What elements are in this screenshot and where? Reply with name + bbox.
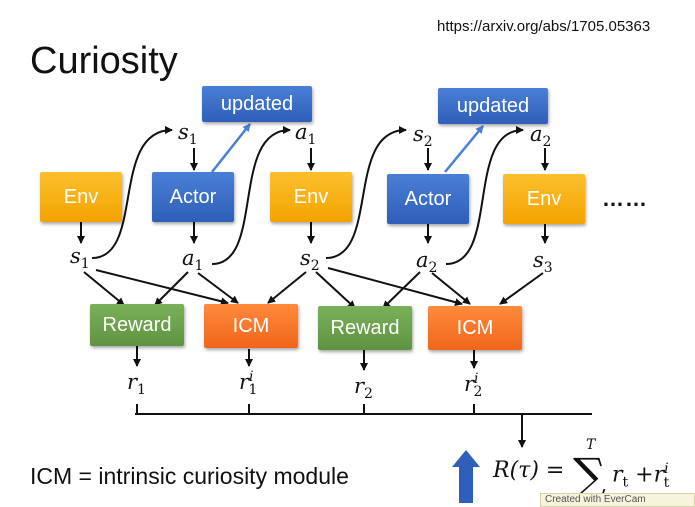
actor-box-1: Actor [152,172,234,222]
env-box-2: Env [270,172,352,222]
arrow-actor2-updated2 [444,125,484,173]
env-box-3: Env [503,174,585,224]
var-r1-intrinsic: ri1 [239,369,258,399]
env-box-1: Env [40,172,122,222]
var-a1-top: a1 [295,120,317,149]
ellipsis: …… [602,186,648,211]
arrow-s3-icm2 [499,272,544,305]
var-s2-top: s2 [413,122,433,151]
var-a1: a1 [182,246,204,275]
arrow-a1-loop [211,126,291,265]
arrow-a2-loop [445,126,524,265]
updated-box-1: updated [202,86,312,122]
var-a2-top: a2 [530,122,552,151]
var-s3: s3 [533,248,553,277]
arrow-a1-icm1 [197,272,239,304]
arrow-s2-icm2 [327,267,463,307]
arrow-s1-icm1 [95,269,229,306]
return-formula: R(τ) = [493,458,565,483]
actor-box-2: Actor [387,174,469,224]
arrow-s2-icm1 [267,271,307,304]
icm-box-2: ICM [428,306,522,350]
var-a2: a2 [416,248,438,277]
reward-box-2: Reward [318,306,412,350]
arrow-s2-loop [325,126,407,259]
arrow-s1-loop [91,126,173,259]
sum-upper-limit: T [586,437,596,453]
icm-legend: ICM = intrinsic curiosity module [30,463,349,489]
updated-box-2: updated [438,88,548,124]
var-r1: r1 [127,370,146,399]
arrow-a2-icm2 [431,272,471,305]
var-r2: r2 [354,374,373,403]
big-up-arrow [452,450,480,503]
formula-terms: rt +rit [612,461,670,491]
paper-url[interactable]: https://arxiv.org/abs/1705.05363 [437,18,651,35]
reward-box-1: Reward [90,304,184,346]
arrow-actor1-updated1 [211,123,251,173]
arrow-a2-reward2 [382,271,421,309]
var-s1-top: s1 [178,120,198,149]
var-s1: s1 [70,244,90,273]
arrow-s2-reward2 [315,271,356,309]
var-s2: s2 [300,246,320,275]
arrow-s1-reward1 [83,271,125,306]
icm-box-1: ICM [204,304,298,348]
watermark: Created with EverCam [540,493,695,507]
var-r2-intrinsic: ri2 [464,371,483,401]
slide-title: Curiosity [30,40,178,82]
